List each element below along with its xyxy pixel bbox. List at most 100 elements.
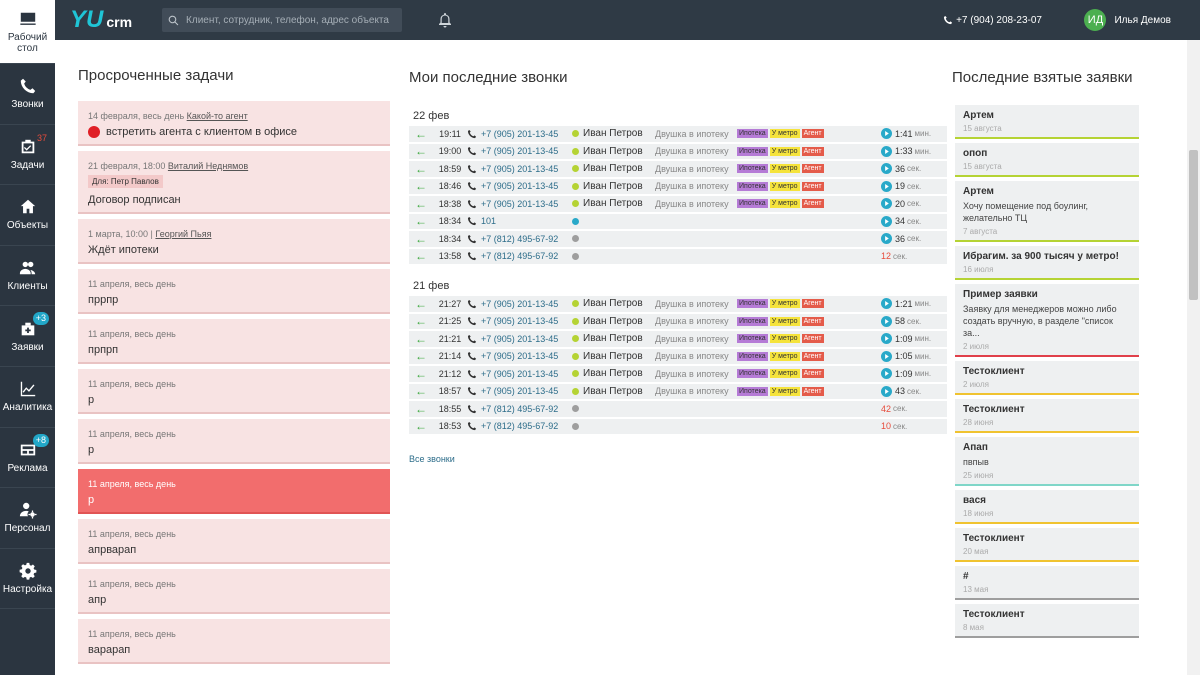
page-scrollbar[interactable] — [1187, 40, 1200, 675]
call-client-name[interactable]: Иван Петров — [583, 128, 643, 140]
call-client-name[interactable]: Иван Петров — [583, 368, 643, 380]
request-card[interactable]: Тестоклиент 28 июня — [955, 399, 1139, 433]
header-phone[interactable]: +7 (904) 208-23-07 — [943, 15, 1042, 26]
user-menu[interactable]: ИД Илья Демов — [1084, 9, 1171, 31]
call-row[interactable]: ← 18:57 +7 (905) 201-13-45 Иван Петров Д… — [409, 383, 947, 401]
call-phone[interactable]: +7 (812) 495-67-92 — [467, 421, 567, 431]
call-deal[interactable]: Двушка в ипотеку — [655, 298, 729, 309]
call-row[interactable]: ← 21:25 +7 (905) 201-13-45 Иван Петров Д… — [409, 313, 947, 331]
task-card[interactable]: 11 апреля, весь день р — [78, 469, 390, 515]
call-deal[interactable]: Двушка в ипотеку — [655, 128, 729, 139]
sidebar-item-9[interactable]: Настройка — [0, 549, 55, 610]
call-phone[interactable]: +7 (905) 201-13-45 — [467, 199, 567, 209]
scrollbar-thumb[interactable] — [1189, 150, 1198, 300]
call-phone[interactable]: +7 (812) 495-67-92 — [467, 234, 567, 244]
call-row[interactable]: ← 21:14 +7 (905) 201-13-45 Иван Петров Д… — [409, 348, 947, 366]
call-phone[interactable]: +7 (905) 201-13-45 — [467, 386, 567, 396]
call-row[interactable]: ← 19:11 +7 (905) 201-13-45 Иван Петров Д… — [409, 126, 947, 144]
call-deal[interactable]: Двушка в ипотеку — [655, 146, 729, 157]
call-client-name[interactable]: Иван Петров — [583, 198, 643, 210]
call-client-name[interactable]: Иван Петров — [583, 385, 643, 397]
call-client-name[interactable]: Иван Петров — [583, 163, 643, 175]
task-card[interactable]: 11 апреля, весь день апр — [78, 569, 390, 615]
task-card[interactable]: 11 апреля, весь день р — [78, 419, 390, 465]
request-card[interactable]: Пример заявки Заявку для менеджеров можн… — [955, 284, 1139, 357]
call-deal[interactable]: Двушка в ипотеку — [655, 351, 729, 362]
call-deal[interactable]: Двушка в ипотеку — [655, 333, 729, 344]
call-row[interactable]: ← 18:59 +7 (905) 201-13-45 Иван Петров Д… — [409, 161, 947, 179]
call-row[interactable]: ← 18:38 +7 (905) 201-13-45 Иван Петров Д… — [409, 196, 947, 214]
call-phone[interactable]: +7 (812) 495-67-92 — [467, 404, 567, 414]
call-deal[interactable]: Двушка в ипотеку — [655, 181, 729, 192]
task-card[interactable]: 11 апреля, весь день варарап — [78, 619, 390, 665]
call-phone[interactable]: +7 (905) 201-13-45 — [467, 181, 567, 191]
request-card[interactable]: Апап пвпыв 25 июня — [955, 437, 1139, 486]
notifications-button[interactable] — [437, 12, 453, 28]
task-card[interactable]: 11 апреля, весь день апрварап — [78, 519, 390, 565]
call-client-name[interactable]: Иван Петров — [583, 350, 643, 362]
call-row[interactable]: ← 21:12 +7 (905) 201-13-45 Иван Петров Д… — [409, 366, 947, 384]
call-phone[interactable]: +7 (905) 201-13-45 — [467, 351, 567, 361]
task-card[interactable]: 1 марта, 10:00 | Георгий Пьяя Ждёт ипоте… — [78, 219, 390, 265]
call-deal[interactable]: Двушка в ипотеку — [655, 198, 729, 209]
task-assignee-link[interactable]: Георгий Пьяя — [155, 229, 212, 240]
call-row[interactable]: ← 21:21 +7 (905) 201-13-45 Иван Петров Д… — [409, 331, 947, 349]
sidebar-item-5[interactable]: Заявки +3 — [0, 306, 55, 367]
task-card[interactable]: 11 апреля, весь день прпрп — [78, 319, 390, 365]
call-client-name[interactable]: Иван Петров — [583, 298, 643, 310]
call-phone[interactable]: +7 (905) 201-13-45 — [467, 146, 567, 156]
call-row[interactable]: ← 19:00 +7 (905) 201-13-45 Иван Петров Д… — [409, 143, 947, 161]
call-deal[interactable]: Двушка в ипотеку — [655, 163, 729, 174]
sidebar-item-0[interactable]: Рабочий стол — [0, 0, 55, 64]
request-card[interactable]: Артем 15 августа — [955, 105, 1139, 139]
request-card[interactable]: # 13 мая — [955, 566, 1139, 600]
call-row[interactable]: ← 21:27 +7 (905) 201-13-45 Иван Петров Д… — [409, 296, 947, 314]
sidebar-item-2[interactable]: Задачи 37 — [0, 125, 55, 186]
call-phone[interactable]: +7 (905) 201-13-45 — [467, 164, 567, 174]
call-phone[interactable]: 101 — [467, 216, 567, 226]
call-deal[interactable]: Двушка в ипотеку — [655, 386, 729, 397]
task-assignee-link[interactable]: Виталий Неднямов — [167, 161, 249, 172]
call-phone[interactable]: +7 (905) 201-13-45 — [467, 316, 567, 326]
call-phone[interactable]: +7 (905) 201-13-45 — [467, 334, 567, 344]
sidebar-item-4[interactable]: Клиенты — [0, 246, 55, 307]
all-calls-link[interactable]: Все звонки — [409, 454, 455, 464]
sidebar-item-3[interactable]: Объекты — [0, 185, 55, 246]
logo[interactable]: YU crm — [70, 6, 132, 34]
sidebar-item-8[interactable]: Персонал — [0, 488, 55, 549]
call-phone[interactable]: +7 (812) 495-67-92 — [467, 251, 567, 261]
search-input[interactable] — [186, 14, 397, 26]
call-row[interactable]: ← 18:46 +7 (905) 201-13-45 Иван Петров Д… — [409, 178, 947, 196]
request-card[interactable]: Тестоклиент 2 июля — [955, 361, 1139, 395]
task-assignee-link[interactable]: Какой-то агент — [186, 111, 248, 121]
call-phone[interactable]: +7 (905) 201-13-45 — [467, 129, 567, 139]
call-client-name[interactable]: Иван Петров — [583, 333, 643, 345]
search-box[interactable] — [162, 8, 403, 32]
call-phone[interactable]: +7 (905) 201-13-45 — [467, 299, 567, 309]
request-card[interactable]: вася 18 июня — [955, 490, 1139, 524]
call-phone[interactable]: +7 (905) 201-13-45 — [467, 369, 567, 379]
request-card[interactable]: опоп 15 августа — [955, 143, 1139, 177]
task-card[interactable]: 11 апреля, весь день р — [78, 369, 390, 415]
call-client-name[interactable]: Иван Петров — [583, 180, 643, 192]
call-deal[interactable]: Двушка в ипотеку — [655, 316, 729, 327]
request-card[interactable]: Ибрагим. за 900 тысяч у метро! 16 июля — [955, 246, 1139, 280]
task-card[interactable]: 11 апреля, весь день пррпр — [78, 269, 390, 315]
